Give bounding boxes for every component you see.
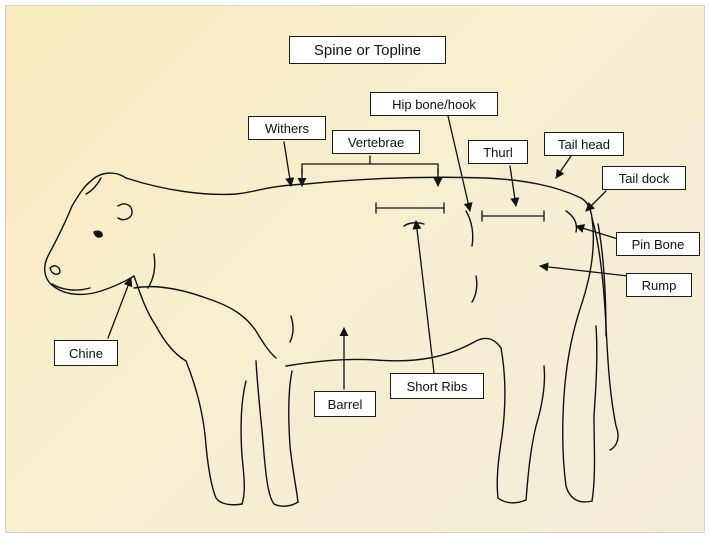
rump-label: Rump — [626, 273, 692, 297]
tail-dock-label: Tail dock — [602, 166, 686, 190]
withers-label: Withers — [248, 116, 326, 140]
hip-bone-label: Hip bone/hook — [370, 92, 498, 116]
tail-head-label: Tail head — [544, 132, 624, 156]
vertebrae-bracket — [302, 156, 544, 221]
thurl-label: Thurl — [468, 140, 528, 164]
cow-illustration — [6, 6, 705, 533]
vertebrae-label: Vertebrae — [332, 130, 420, 154]
chine-label: Chine — [54, 340, 118, 366]
pin-bone-label: Pin Bone — [616, 232, 700, 256]
short-ribs-label: Short Ribs — [390, 373, 484, 399]
spine-topline-title: Spine or Topline — [289, 36, 446, 64]
diagram-canvas: Spine or Topline Withers Vertebrae Hip b… — [5, 5, 705, 533]
leader-arrows — [108, 116, 628, 389]
barrel-label: Barrel — [314, 391, 376, 417]
cow-body-outline — [45, 173, 618, 506]
